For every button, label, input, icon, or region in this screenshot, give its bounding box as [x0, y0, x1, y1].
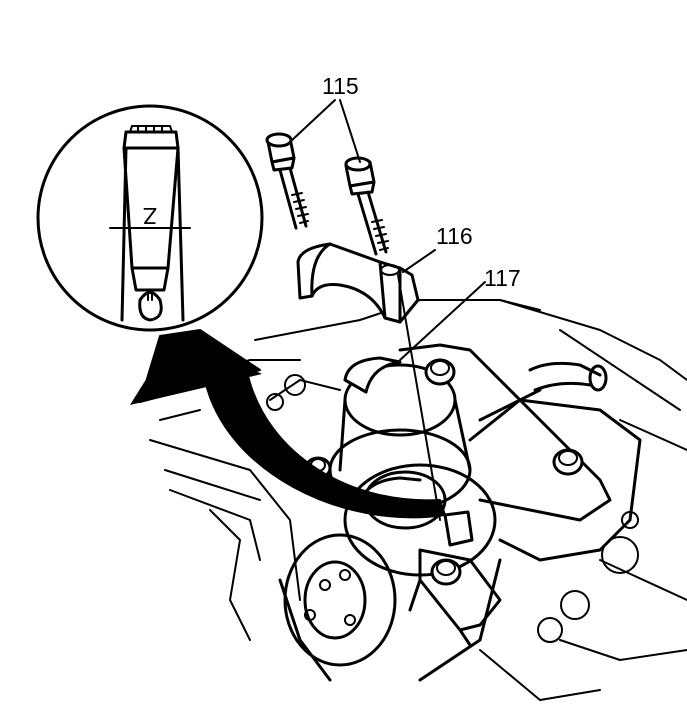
installed-bolt-head: [430, 558, 462, 586]
main-bolt-right: [344, 156, 389, 256]
engine-block: [149, 299, 687, 701]
alignment-line: [397, 274, 441, 521]
installed-bolt-head: [424, 358, 456, 386]
callout-117: 117: [484, 265, 521, 291]
callout-115: 115: [322, 73, 359, 99]
callout-leaders: [289, 99, 486, 361]
arrow-head: [130, 333, 262, 405]
inset-detail: Z: [36, 104, 264, 332]
bearing-cap-removed: [296, 242, 420, 324]
installed-main-cap: [304, 343, 612, 647]
installed-bolt-head: [552, 448, 584, 476]
main-bolt-left: [265, 132, 309, 230]
inset-mark: Z: [143, 203, 157, 229]
bearing-insert: [343, 356, 474, 547]
callout-116: 116: [436, 223, 473, 249]
